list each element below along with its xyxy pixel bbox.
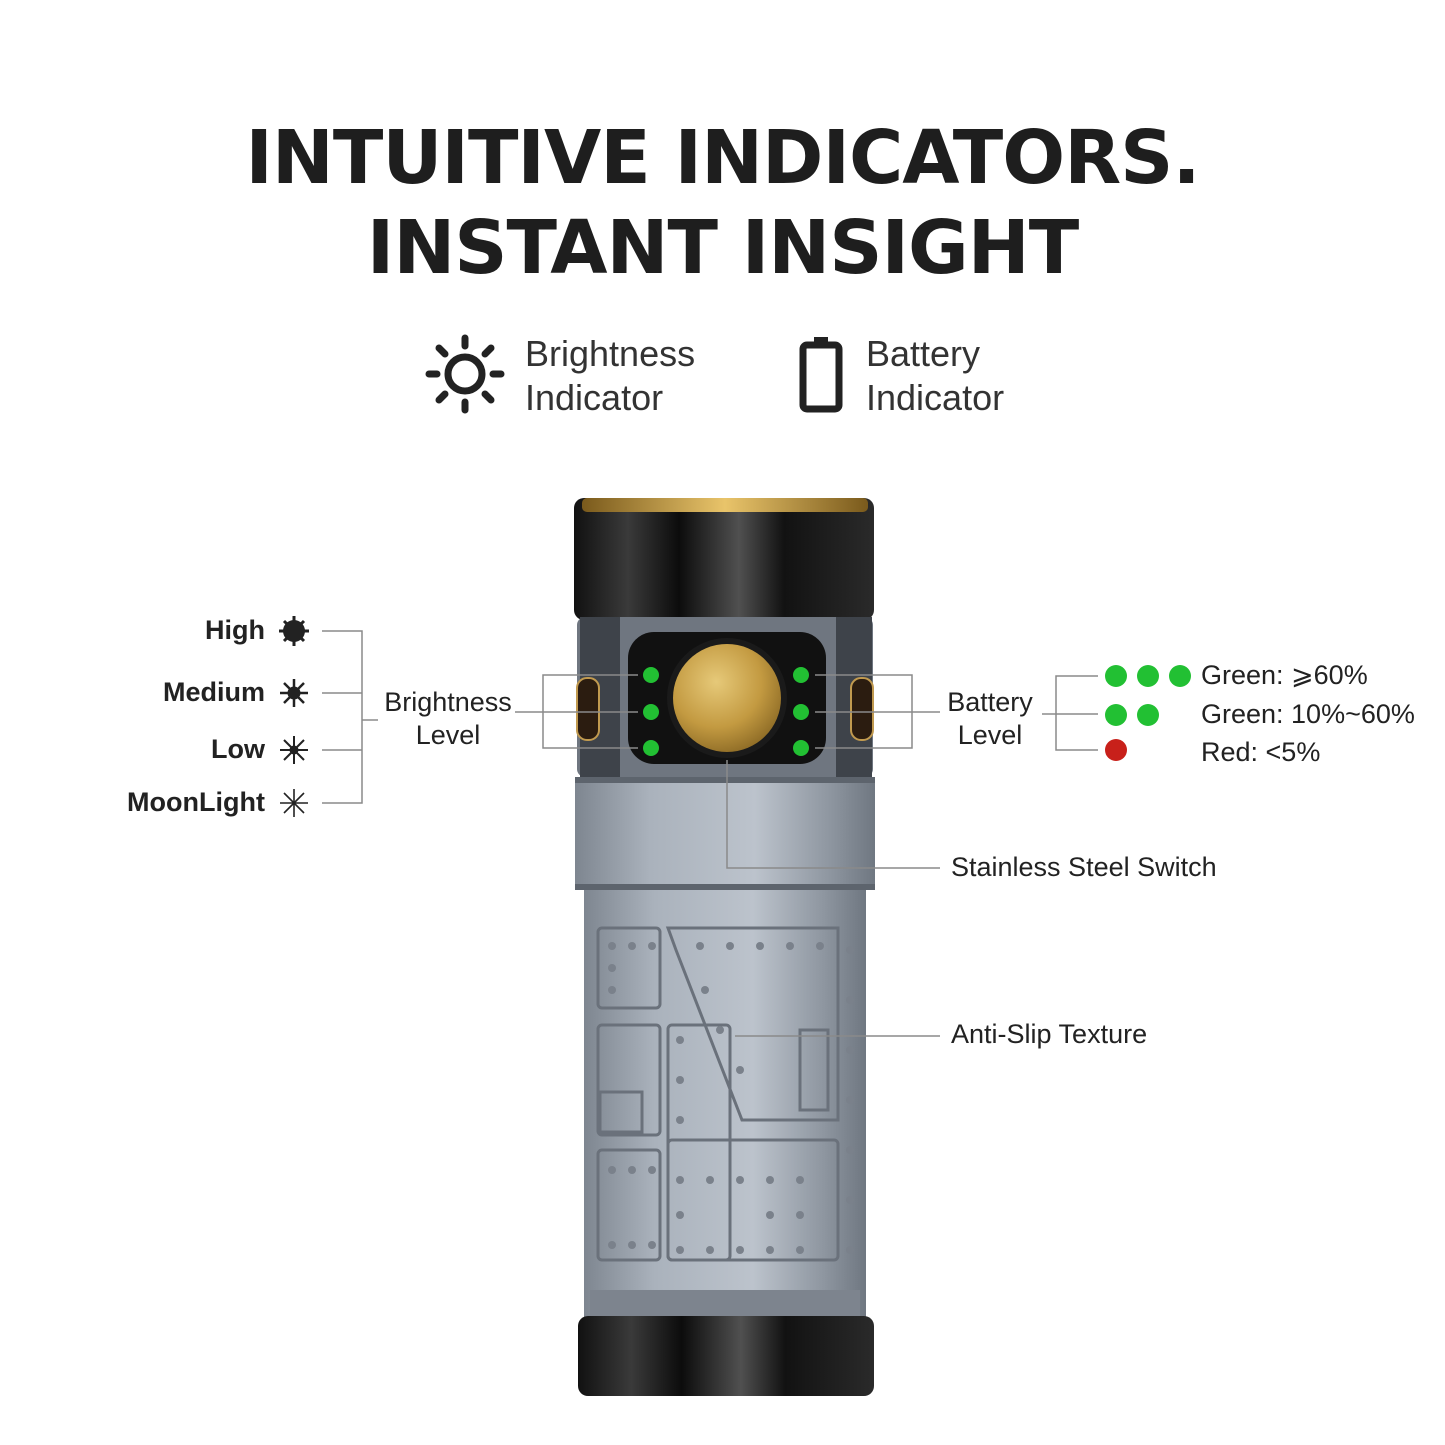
battery-icon: [799, 337, 843, 413]
mode-low: Low: [211, 734, 265, 764]
sun-filled-icon: [279, 616, 309, 646]
brightness-indicator-label: Brightness Indicator: [525, 332, 695, 420]
sun-low-icon: [280, 736, 308, 764]
brightness-level-line2: Level: [415, 720, 481, 750]
headline-line1: INTUITIVE INDICATORS.: [245, 115, 1200, 201]
battery-level-line2: Level: [957, 720, 1023, 750]
battery-level-line1: Battery: [947, 687, 1033, 717]
texture-callout: Anti-Slip Texture: [951, 1019, 1148, 1049]
battery-row-high: Green: ⩾60%: [1201, 660, 1368, 690]
battery-indicator-line2: Indicator: [866, 377, 1005, 418]
brightness-indicator-line1: Brightness: [525, 333, 696, 374]
switch-callout: Stainless Steel Switch: [951, 852, 1217, 882]
mode-moonlight: MoonLight: [127, 787, 265, 817]
sun-medium-icon: [280, 679, 308, 707]
leader-lines: [322, 630, 1098, 1037]
brightness-level-label: Brightness Level: [378, 686, 518, 752]
headline-line2: INSTANT INSIGHT: [366, 205, 1079, 291]
flashlight: [574, 498, 875, 1396]
brightness-indicator-line2: Indicator: [525, 377, 664, 418]
battery-indicator-line1: Battery: [866, 333, 981, 374]
mode-medium: Medium: [162, 677, 265, 707]
sun-icon: [425, 334, 505, 414]
battery-level-label: Battery Level: [940, 686, 1040, 752]
sun-moonlight-icon: [280, 789, 308, 817]
brightness-level-line1: Brightness: [384, 687, 512, 717]
mode-high: High: [205, 615, 265, 645]
battery-indicator-label: Battery Indicator: [866, 332, 1004, 420]
battery-row-low: Red: <5%: [1201, 737, 1321, 767]
battery-dots: [1105, 665, 1191, 761]
battery-row-mid: Green: 10%~60%: [1201, 699, 1415, 729]
